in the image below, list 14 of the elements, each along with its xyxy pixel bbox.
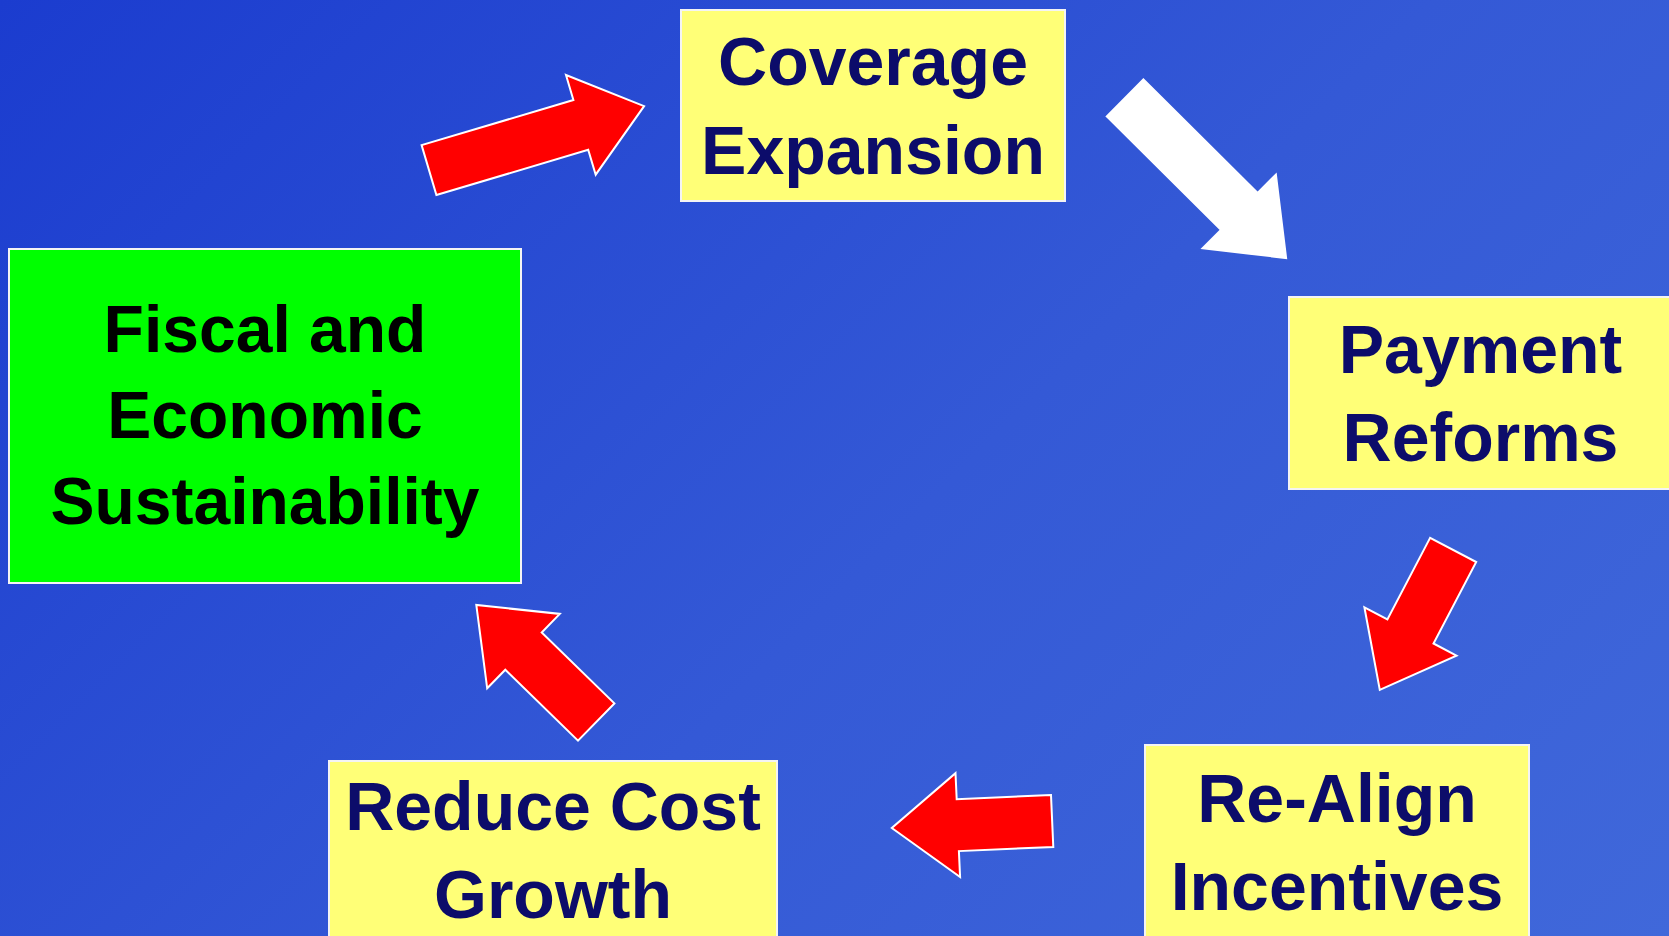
block-arrow [1105, 78, 1288, 260]
block-arrow [475, 603, 616, 742]
block-arrow [420, 73, 646, 197]
block-arrow [1363, 536, 1478, 692]
block-arrow [890, 771, 1055, 880]
box-label: Fiscal and Economic Sustainability [49, 291, 481, 540]
box-label: Payment Reforms [1337, 309, 1624, 477]
box-label: Coverage Expansion [700, 22, 1046, 190]
box-label: Reduce Cost Growth [344, 766, 762, 934]
text-box [8, 248, 522, 584]
text-box [1288, 296, 1669, 490]
text-box [1144, 744, 1530, 936]
box-label: Re-Align Incentives [1169, 758, 1505, 926]
text-box [680, 9, 1066, 202]
